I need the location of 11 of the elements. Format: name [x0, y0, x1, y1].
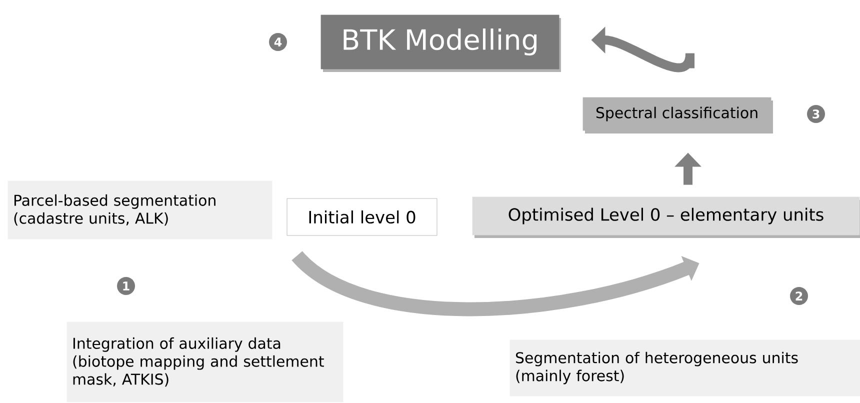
callout-number: 4 [269, 33, 287, 51]
process-box: Optimised Level 0 – elementary units [472, 196, 860, 238]
note-box: Parcel-based segmentation (cadastre units, ALK) [8, 180, 272, 240]
process-box: Spectral classification [582, 97, 773, 134]
note-box: Integration of auxiliary data (biotope mapping and settlement mask, ATKIS) [66, 322, 344, 402]
process-box: Initial level 0 [286, 198, 438, 236]
callout-number: 1 [117, 277, 135, 295]
note-box: Segmentation of heterogeneous units (mainly forest) [510, 340, 860, 396]
title-box: BTK Modelling [320, 14, 561, 72]
callout-number: 3 [807, 105, 825, 123]
callout-number: 2 [790, 287, 808, 305]
